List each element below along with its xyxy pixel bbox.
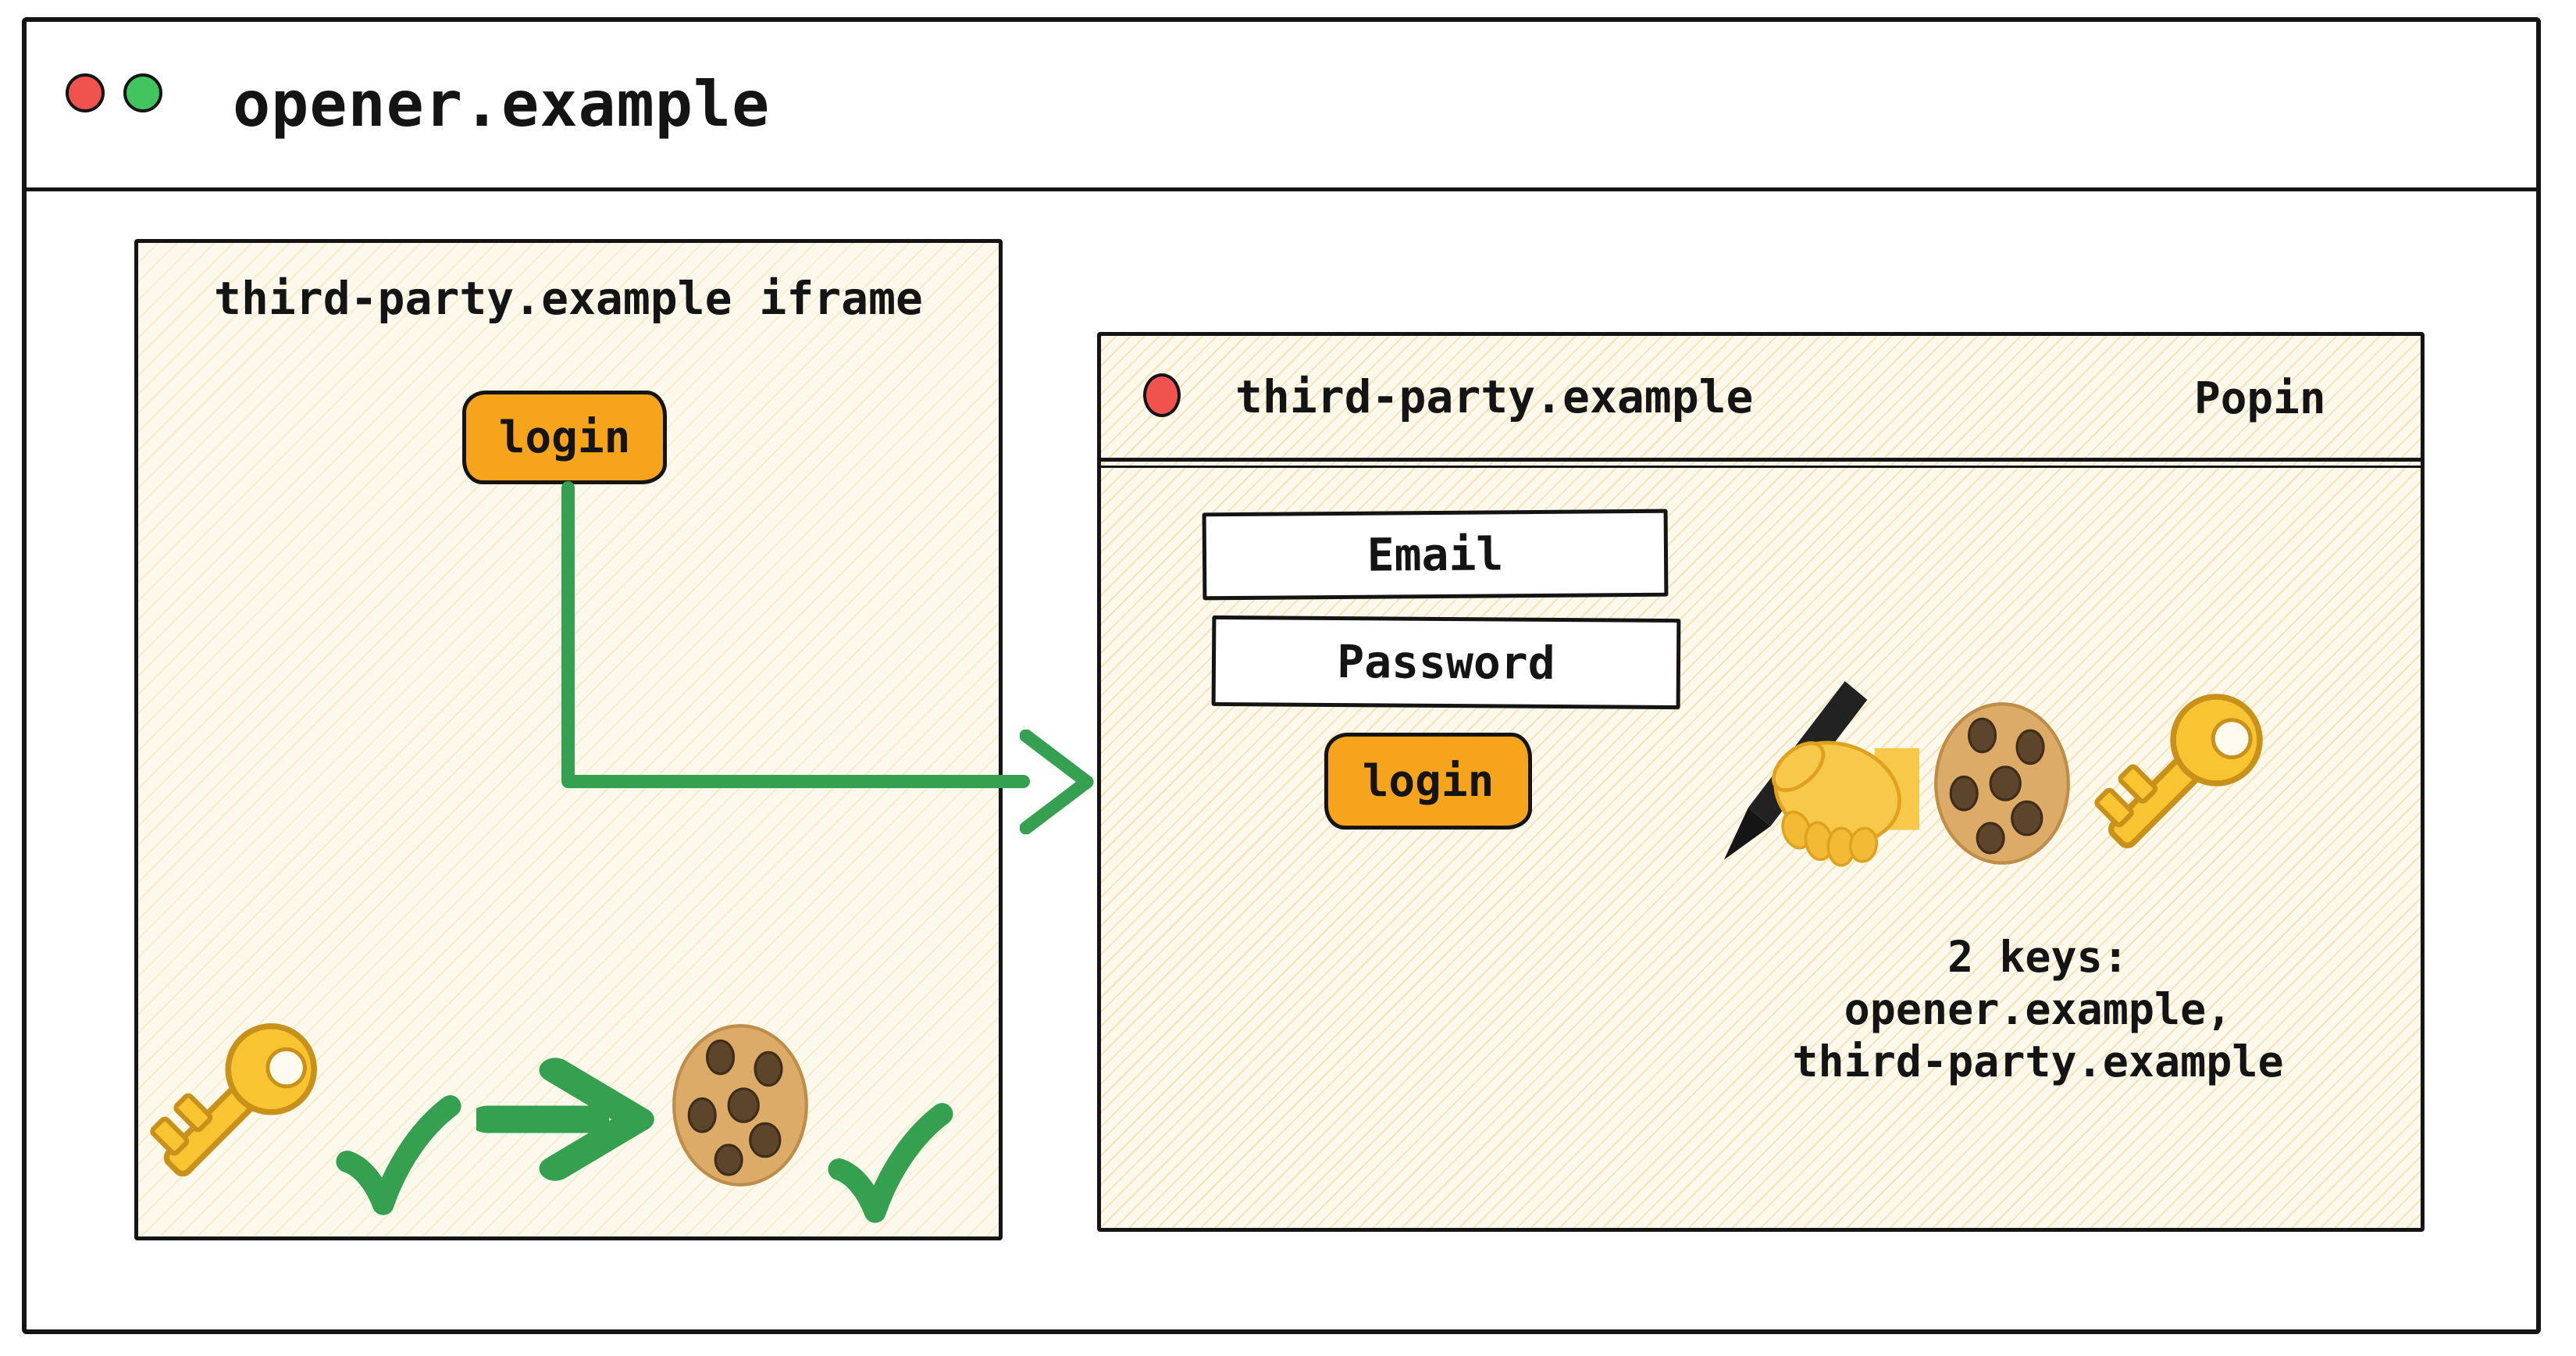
email-field-placeholder: Email xyxy=(1366,527,1504,582)
popin-title: third-party.example xyxy=(1235,370,1754,423)
popin-titlebar-separator xyxy=(1097,458,2425,468)
checkmark-icon xyxy=(826,1100,955,1229)
arrow-right-icon xyxy=(476,1048,656,1185)
email-field[interactable]: Email xyxy=(1202,508,1669,601)
key-icon xyxy=(2083,676,2280,873)
window-control-red-dot-icon[interactable] xyxy=(66,73,105,112)
popin-control-red-dot-icon[interactable] xyxy=(1143,373,1181,417)
popin-login-button-label: login xyxy=(1362,755,1495,807)
connector-arrow-vertical-segment xyxy=(561,481,575,787)
connector-arrow-horizontal-segment xyxy=(561,775,1030,788)
window-control-green-dot-icon[interactable] xyxy=(123,73,162,112)
keys-note-line-3: third-party.example xyxy=(1792,1037,2284,1087)
cookie-icon xyxy=(657,1012,823,1198)
popin-login-button[interactable]: login xyxy=(1324,733,1532,830)
password-field[interactable]: Password xyxy=(1211,615,1681,710)
checkmark-icon xyxy=(334,1092,463,1221)
password-field-placeholder: Password xyxy=(1337,635,1555,690)
cookie-icon xyxy=(1919,690,2085,876)
iframe-title: third-party.example iframe xyxy=(214,272,923,325)
key-icon xyxy=(139,1006,334,1201)
keys-note-line-1: 2 keys: xyxy=(1947,932,2129,982)
popin-window-type-label: Popin xyxy=(2194,373,2326,424)
keys-note-line-2: opener.example, xyxy=(1844,984,2232,1034)
titlebar-separator xyxy=(22,187,2541,191)
connector-arrowhead-icon xyxy=(1020,730,1094,834)
popin-window xyxy=(1097,332,2425,1232)
iframe-login-button[interactable]: login xyxy=(462,391,667,484)
writing-hand-icon xyxy=(1715,681,1919,886)
iframe-login-button-label: login xyxy=(498,412,631,463)
keys-note: 2 keys: opener.example, third-party.exam… xyxy=(1737,931,2339,1088)
window-title: opener.example xyxy=(233,68,771,141)
